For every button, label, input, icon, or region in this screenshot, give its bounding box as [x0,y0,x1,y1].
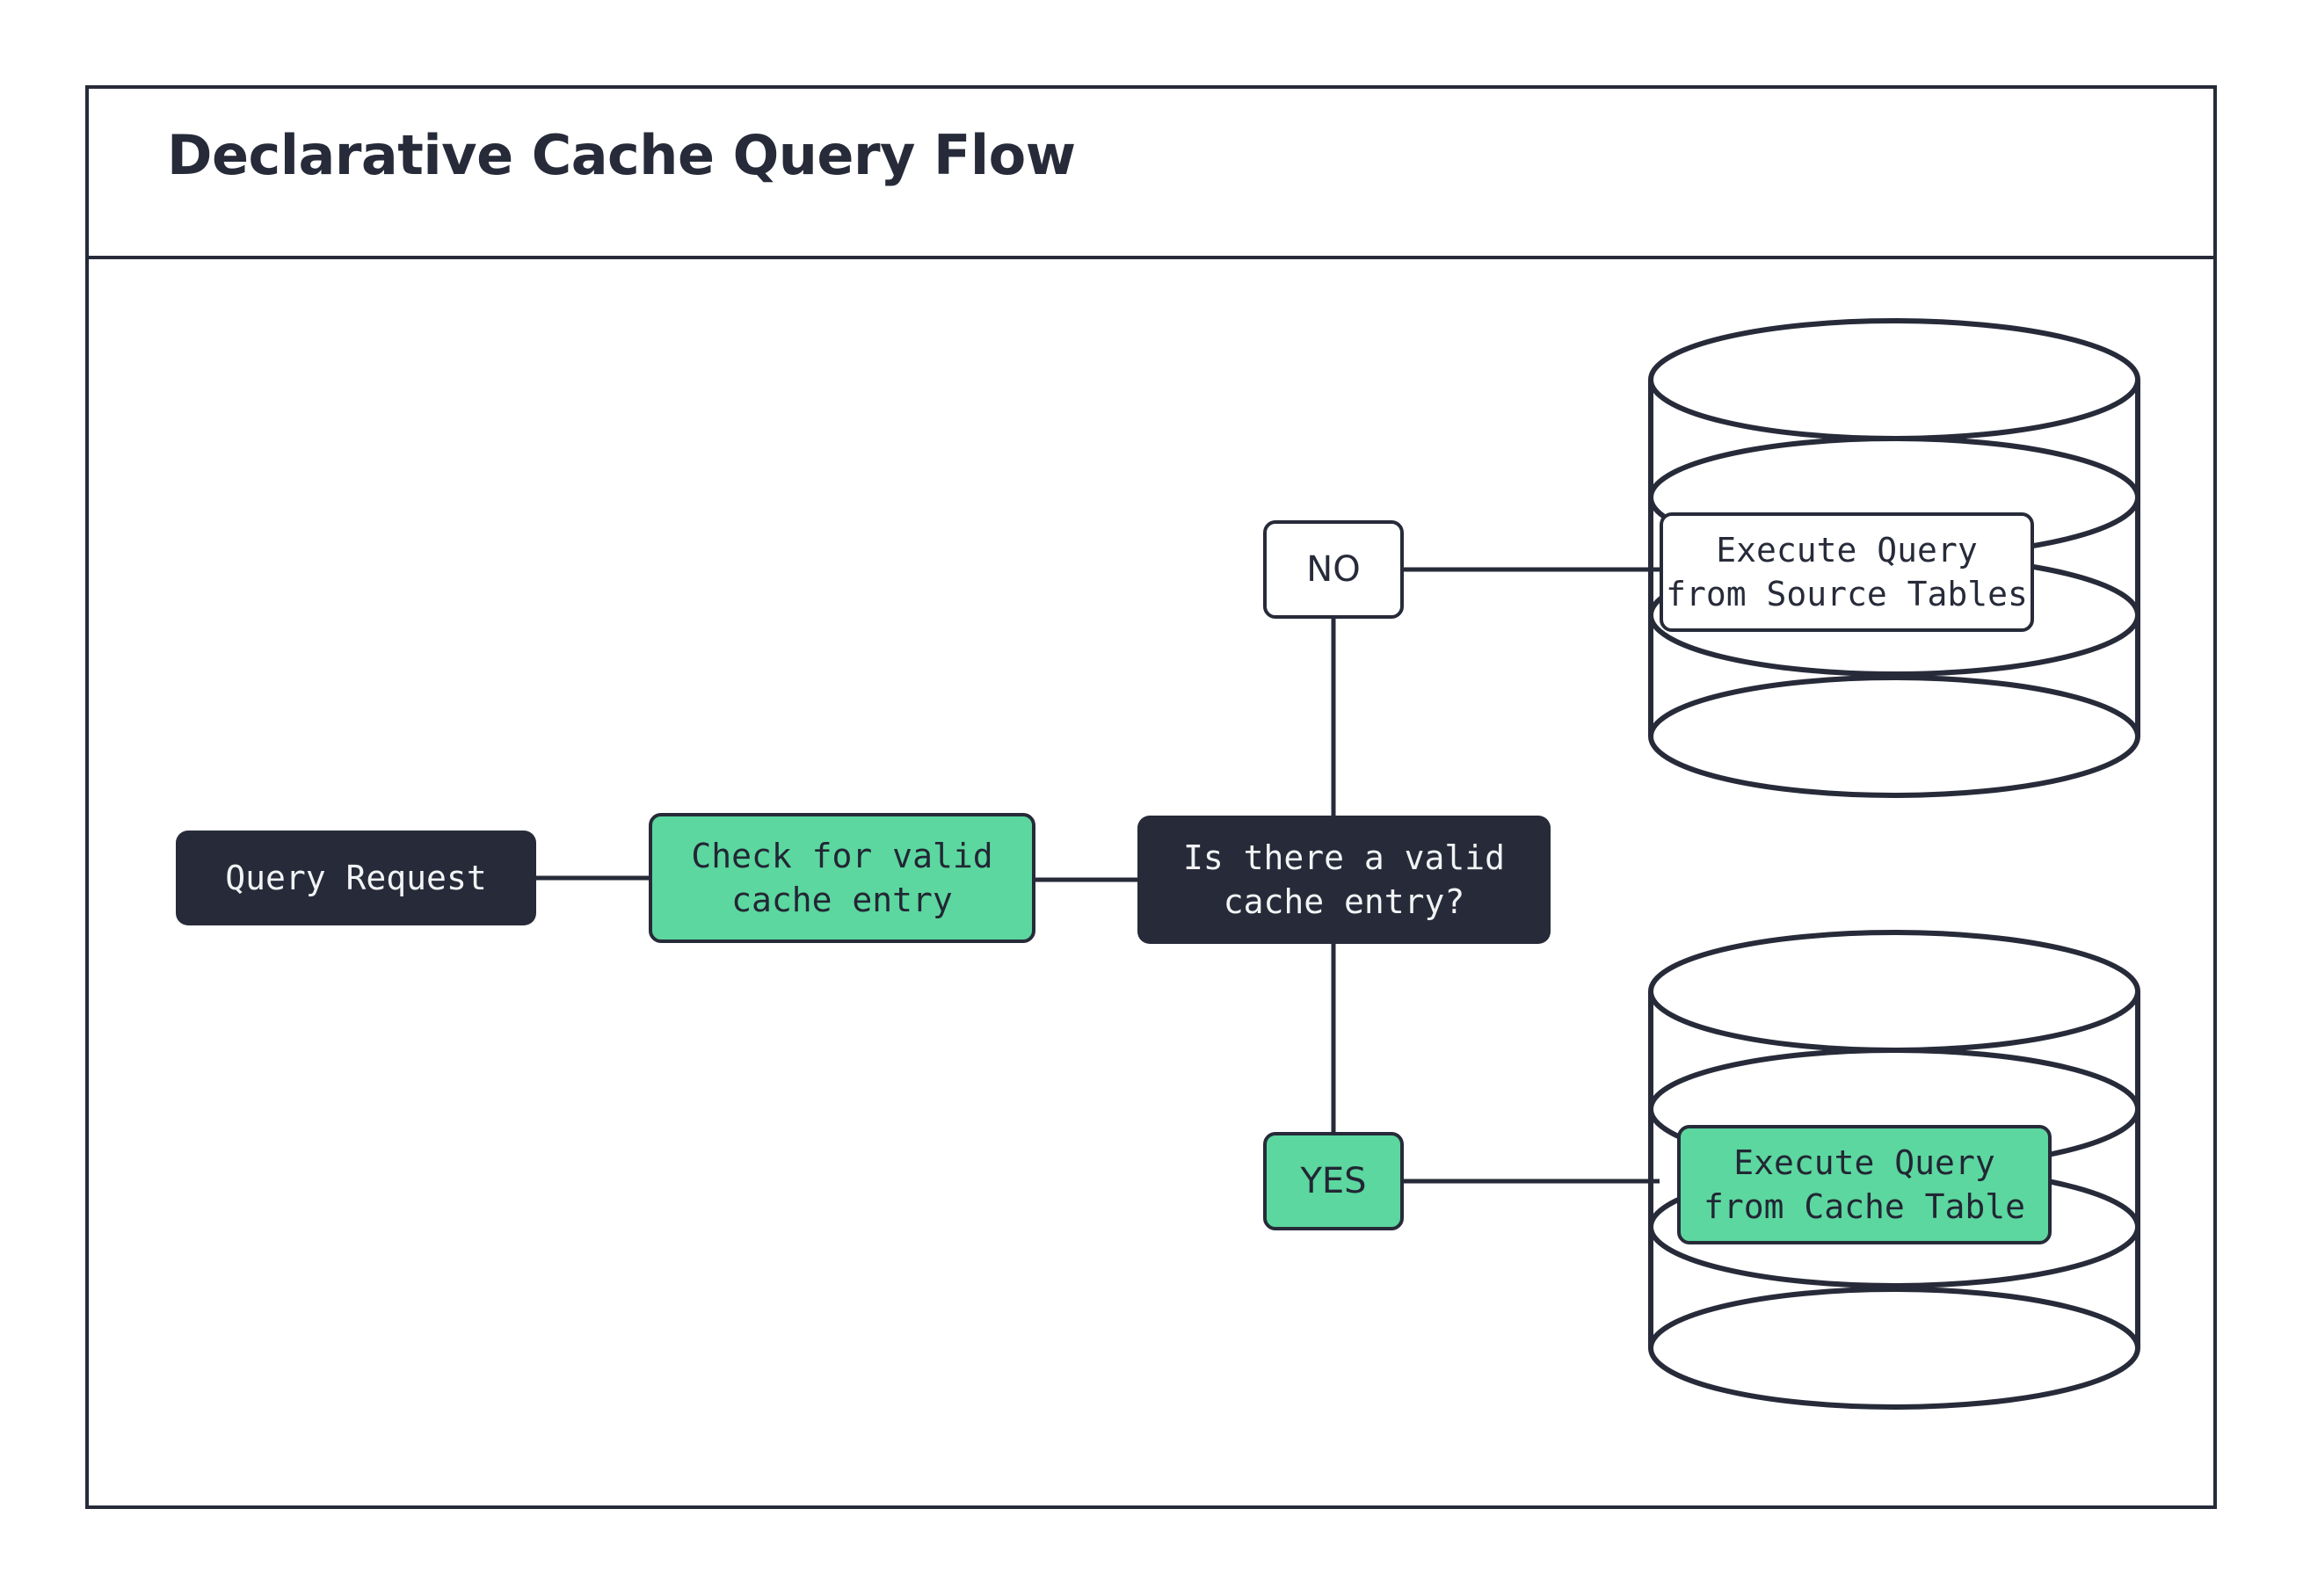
page-title: Declarative Cache Query Flow [167,123,1076,187]
node-execute-query-from-source-tables[interactable]: Execute Query from Source Tables [1660,512,2034,632]
node-query-request[interactable]: Query Request [176,831,536,925]
node-check-for-valid-cache-entry[interactable]: Check for valid cache entry [649,813,1035,943]
edge-label-yes[interactable]: YES [1263,1132,1404,1230]
title-divider [85,256,2217,259]
node-execute-query-from-cache-table[interactable]: Execute Query from Cache Table [1677,1125,2052,1244]
node-decision-is-there-a-valid-cache-entry[interactable]: Is there a valid cache entry? [1137,816,1551,944]
edge-label-no[interactable]: NO [1263,520,1404,619]
diagram-frame [85,85,2217,1509]
